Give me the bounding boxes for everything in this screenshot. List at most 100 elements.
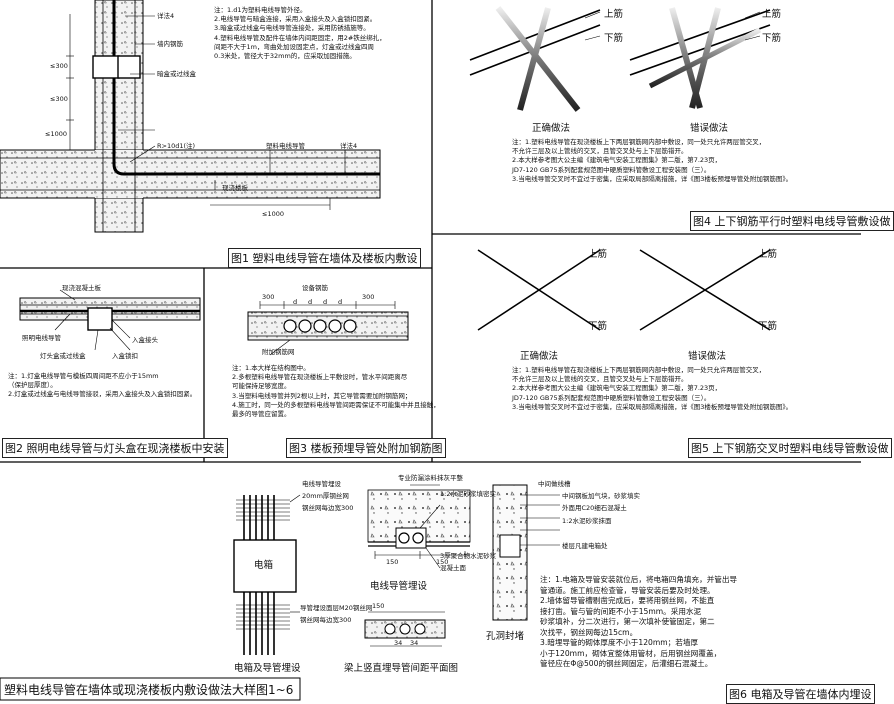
fig2-label-2: 灯头盒或过线盒: [40, 352, 86, 360]
fig5-notes: 注：1.塑料电线导管在现浇楼板上下两层钢筋网内部中敷设，同一处只允许两层管交叉，…: [512, 366, 792, 412]
fig6-label-6: 1:2水泥砂浆填密实: [440, 490, 496, 498]
fig6-sub-caption-2: 梁上竖直埋导管间距平面图: [344, 663, 459, 674]
fig4-note-line: JD7-120 GB75系列配套规范图中硬质塑料管敷设工程安装图（三）。: [512, 165, 711, 174]
fig3-label-0: 300: [262, 293, 275, 301]
fig4-note-line: 注：1.塑料电线导管在现浇楼板上下两层钢筋网内部中敷设，同一处只允许两层管交叉，: [512, 138, 766, 146]
fig6-dim-0: 150: [386, 558, 399, 566]
fig5-note-line: 不允许三层及以上管线的交叉，且管交叉处与上下层筋错开。: [512, 375, 688, 384]
fig1-wall-slab-drawing: [0, 0, 381, 233]
fig4-wrong: [629, 7, 771, 109]
fig1-note-line: 0.3米处，管径大于32mm的，应采取加固措施。: [214, 52, 356, 61]
fig6-dim-3: 34: [410, 639, 419, 647]
fig1-label-4: 塑料电线导管: [266, 142, 305, 150]
fig5-lower-label-2: 下筋: [758, 321, 778, 332]
fig1-note-line: 间距不大于1m，弯曲处加设固定点，灯盒或过线盒四周: [214, 42, 374, 51]
fig6-label-7: 3厚聚合物水泥砂浆: [440, 552, 497, 560]
fig1-caption: 图1 塑料电线导管在墙体及楼板内敷设: [228, 248, 421, 268]
fig6-box-drawing: [233, 494, 301, 655]
drawing-sheet: [0, 0, 861, 701]
fig6-note-line: 2.墙体留导管槽剔凿完成后，要将用钢丝网，不能直: [540, 596, 715, 605]
fig6-label-13: 楼层凡建电箱处: [562, 542, 608, 550]
fig3-notes: 注：1.本大样在结构图中。 2.多根塑料电线导管在现浇楼板上平敷设时，管水平间距…: [232, 364, 440, 419]
sheet-title: 塑料电线导管在墙体或现浇楼板内敷设做法大样图1~6: [4, 683, 294, 697]
fig1-label-6: 现浇楼板: [222, 184, 248, 192]
fig6-plan-spacing: [364, 611, 446, 647]
fig6-note-line: 注：1.电箱及导管安装就位后，将电箱四角填充，并管出导: [540, 575, 738, 584]
fig6-label-8: 混凝土面: [440, 564, 466, 572]
fig4-note-line: 3.当电线导管交叉时不宜过于密集，应采取局部隔离措施，详《图3楼板预埋导管处附加…: [512, 174, 793, 183]
fig6-note-line: 小于120mm，砌体宜整体用管材，后用钢丝网覆盖，: [540, 648, 722, 658]
panel-borders: [0, 0, 861, 463]
fig6-caption: 图6 电箱及导管在墙体内埋设: [726, 684, 875, 704]
fig3-note-line: 可能保持足够宽度。: [232, 382, 291, 391]
fig1-label-1: 墙内钢筋: [157, 40, 183, 48]
fig4-upper-label: 上筋: [604, 9, 624, 20]
fig6-note-line: 管径应在Φ@500的钢丝网固定，后灌细石混凝土。: [540, 659, 713, 668]
fig4-notes: 注：1.塑料电线导管在现浇楼板上下两层钢筋网内部中敷设，同一处只允许两层管交叉，…: [512, 138, 792, 184]
fig4-parallel-drawing: [469, 6, 771, 112]
fig1-note-line: 4.塑料电线导管及配件在墙体内间距固定，用2#铁丝绑扎，: [214, 33, 386, 42]
fig6-embed-section: [367, 484, 471, 569]
fig4-wrong-label: 错误做法: [690, 123, 729, 134]
fig3-label-1: 300: [362, 293, 375, 301]
fig6-hole-seal: [492, 484, 560, 621]
fig1-label-0: 详法4: [157, 12, 175, 20]
fig1-label-7: ≤1000: [262, 210, 284, 218]
fig2-label-0: 现浇混凝土板: [62, 284, 101, 292]
fig6-dim-4: 150: [372, 602, 385, 610]
fig6-sub-caption-1: 电线导管埋设: [370, 581, 428, 592]
fig1-label-5: 详法4: [340, 142, 358, 150]
fig6-dim-1: 150: [436, 558, 449, 566]
fig6-label-2: 钢丝网每边宽300: [302, 504, 354, 512]
fig2-note-line: 注：1.灯盒电线导管与模板四周间距不应小于15mm: [8, 372, 159, 380]
fig2-label-3: 入盒接头: [132, 336, 158, 344]
fig3-note-line: 最多的导管应留置。: [232, 410, 291, 419]
fig4-caption: 图4 上下钢筋平行时塑料电线导管敷设做: [690, 211, 894, 231]
fig5-wrong: [639, 248, 771, 336]
fig1-note-line: 3.暗盒或过线盒与电线导管连接处，采用防锈措施等。: [214, 24, 370, 33]
fig6-note-line: 次找平，钢丝网每边15cm。: [540, 627, 638, 637]
fig5-crossing-drawing: [477, 248, 771, 336]
fig2-label-4: 入盒锁扣: [112, 352, 138, 360]
fig2-notes: 注：1.灯盒电线导管与模板四周间距不应小于15mm （保护层厚度）。 2.灯盒或…: [8, 372, 196, 400]
fig1-dim-2: ≤1000: [45, 130, 67, 138]
fig1-note-line: 注：1.d1为塑料电线导管外径。: [214, 6, 307, 14]
fig3-label-2: d: [293, 298, 298, 306]
fig3-slab-drawing: [247, 301, 409, 356]
fig5-note-line: 2.本大样参考图大公主编《建筑电气安装工程图集》第二版，第7.23页，: [512, 384, 722, 393]
fig6-note-line: 3.暗埋导管的砌体厚度不小于120mm；若墙厚: [540, 638, 699, 647]
title-block-frame: [0, 677, 301, 701]
fig6-notes: 注：1.电箱及导管安装就位后，将电箱四角填充，并管出导 管通道。施工前应检查管，…: [540, 575, 737, 670]
fig5-correct-label: 正确做法: [520, 351, 559, 362]
fig4-lower-label-2: 下筋: [762, 33, 782, 44]
fig1-label-2: 暗盒或过线盒: [157, 70, 196, 78]
fig5-upper-label: 上筋: [588, 249, 608, 260]
fig5-wrong-label: 错误做法: [688, 351, 727, 362]
fig6-box-label: 电箱: [254, 560, 274, 571]
fig6-sub-caption-0: 电箱及导管埋设: [234, 663, 301, 674]
fig4-note-line: 2.本大样参考图大公主编《建筑电气安装工程图集》第二版，第7.23页，: [512, 156, 722, 165]
fig6-note-line: 管通道。施工前应检查管，导管安装后要及时处理。: [540, 585, 715, 595]
fig5-lower-label: 下筋: [588, 321, 608, 332]
fig4-correct-label: 正确做法: [532, 123, 571, 134]
fig1-notes: 注：1.d1为塑料电线导管外径。 2.电线导管与暗盒连接，采用入盒接头及入盒锁扣…: [214, 6, 386, 61]
fig1-dim-0: ≤300: [50, 62, 68, 70]
fig3-note-line: 2.多根塑料电线导管在现浇楼板上平敷设时，管水平间距离尽: [232, 373, 408, 382]
fig4-correct: [469, 6, 601, 112]
fig6-label-9: 中间做线槽: [538, 480, 571, 488]
fig3-note-line: 4.施工时，同一处的多根塑料电线导管间距需保证不可能集中并且接触，: [232, 400, 440, 409]
fig6-label-0: 电线导管埋设: [302, 480, 341, 488]
fig4-upper-label-2: 上筋: [762, 9, 782, 20]
fig1-dim-1: ≤300: [50, 95, 68, 103]
fig6-note-line: 砂浆填补，分二次进行，第一次填补使管固定，第二: [540, 617, 715, 626]
fig3-note-line: 3.当塑料电线导管并列2根以上时，其它导管需要加附钢筋网；: [232, 391, 412, 400]
fig2-lamp-box-drawing: [19, 289, 201, 351]
fig6-sub-caption-3: 孔洞封堵: [486, 631, 525, 642]
fig6-label-5: 专业防漏涂料抹灰平整: [398, 474, 463, 482]
fig5-correct: [477, 248, 601, 336]
fig4-note-line: 不允许三层及以上管线的交叉，且管交叉处与上下层筋错开。: [512, 147, 688, 156]
fig6-label-3: 导管埋设面层M20钢丝网: [300, 604, 373, 612]
fig3-label-4: d: [323, 298, 328, 306]
fig2-caption: 图2 照明电线导管与灯头盒在现浇楼板中安装: [2, 438, 228, 458]
fig6-note-line: 接打凿。管与管的间距不小于15mm。采用水泥: [540, 606, 702, 616]
